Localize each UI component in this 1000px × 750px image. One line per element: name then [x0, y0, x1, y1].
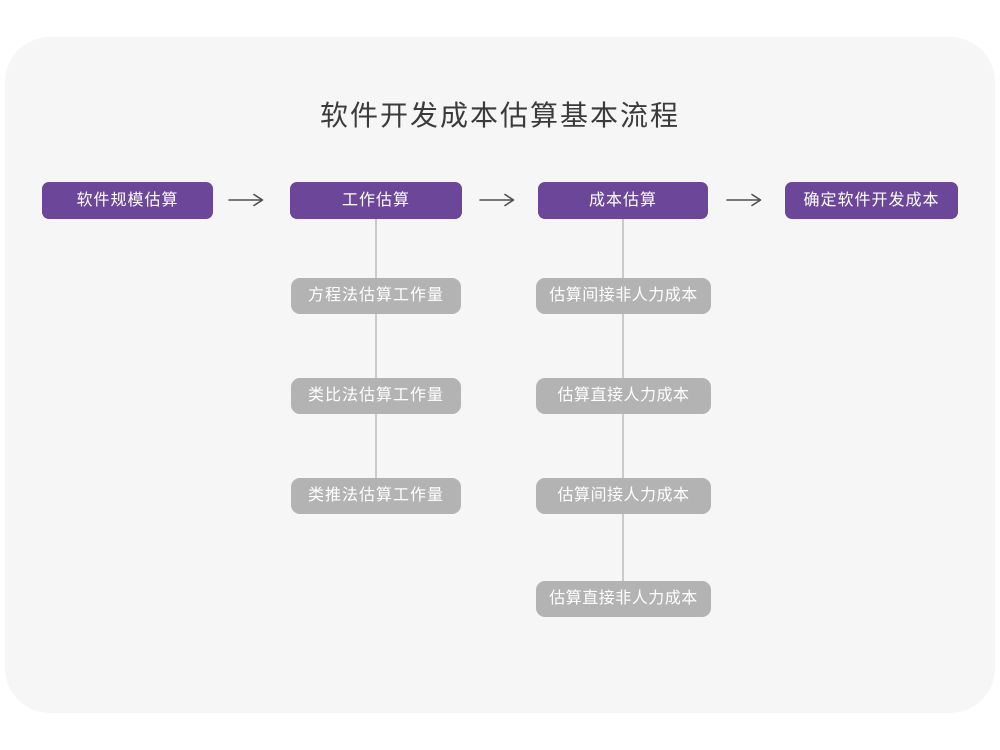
sub-node-direct-nonlabor-cost: 估算直接非人力成本	[536, 581, 711, 617]
sub-node-extrapolation-method: 类推法估算工作量	[291, 478, 461, 514]
flow-node-cost-estimation: 成本估算	[538, 182, 708, 219]
sub-node-equation-method: 方程法估算工作量	[291, 278, 461, 314]
flow-node-software-scale-estimation: 软件规模估算	[42, 182, 213, 219]
arrow-right-icon	[228, 193, 270, 207]
flow-node-work-estimation: 工作估算	[290, 182, 462, 219]
arrow-right-icon	[726, 193, 768, 207]
diagram-card	[5, 37, 995, 713]
connector-line-work-estimation	[375, 219, 377, 481]
arrow-right-icon	[479, 193, 521, 207]
sub-node-indirect-labor-cost: 估算间接人力成本	[536, 478, 711, 514]
diagram-title: 软件开发成本估算基本流程	[319, 100, 680, 131]
flow-node-determine-dev-cost: 确定软件开发成本	[785, 182, 958, 219]
sub-node-direct-labor-cost: 估算直接人力成本	[536, 378, 711, 414]
sub-node-analogy-method: 类比法估算工作量	[291, 378, 461, 414]
sub-node-indirect-nonlabor-cost: 估算间接非人力成本	[536, 278, 711, 314]
